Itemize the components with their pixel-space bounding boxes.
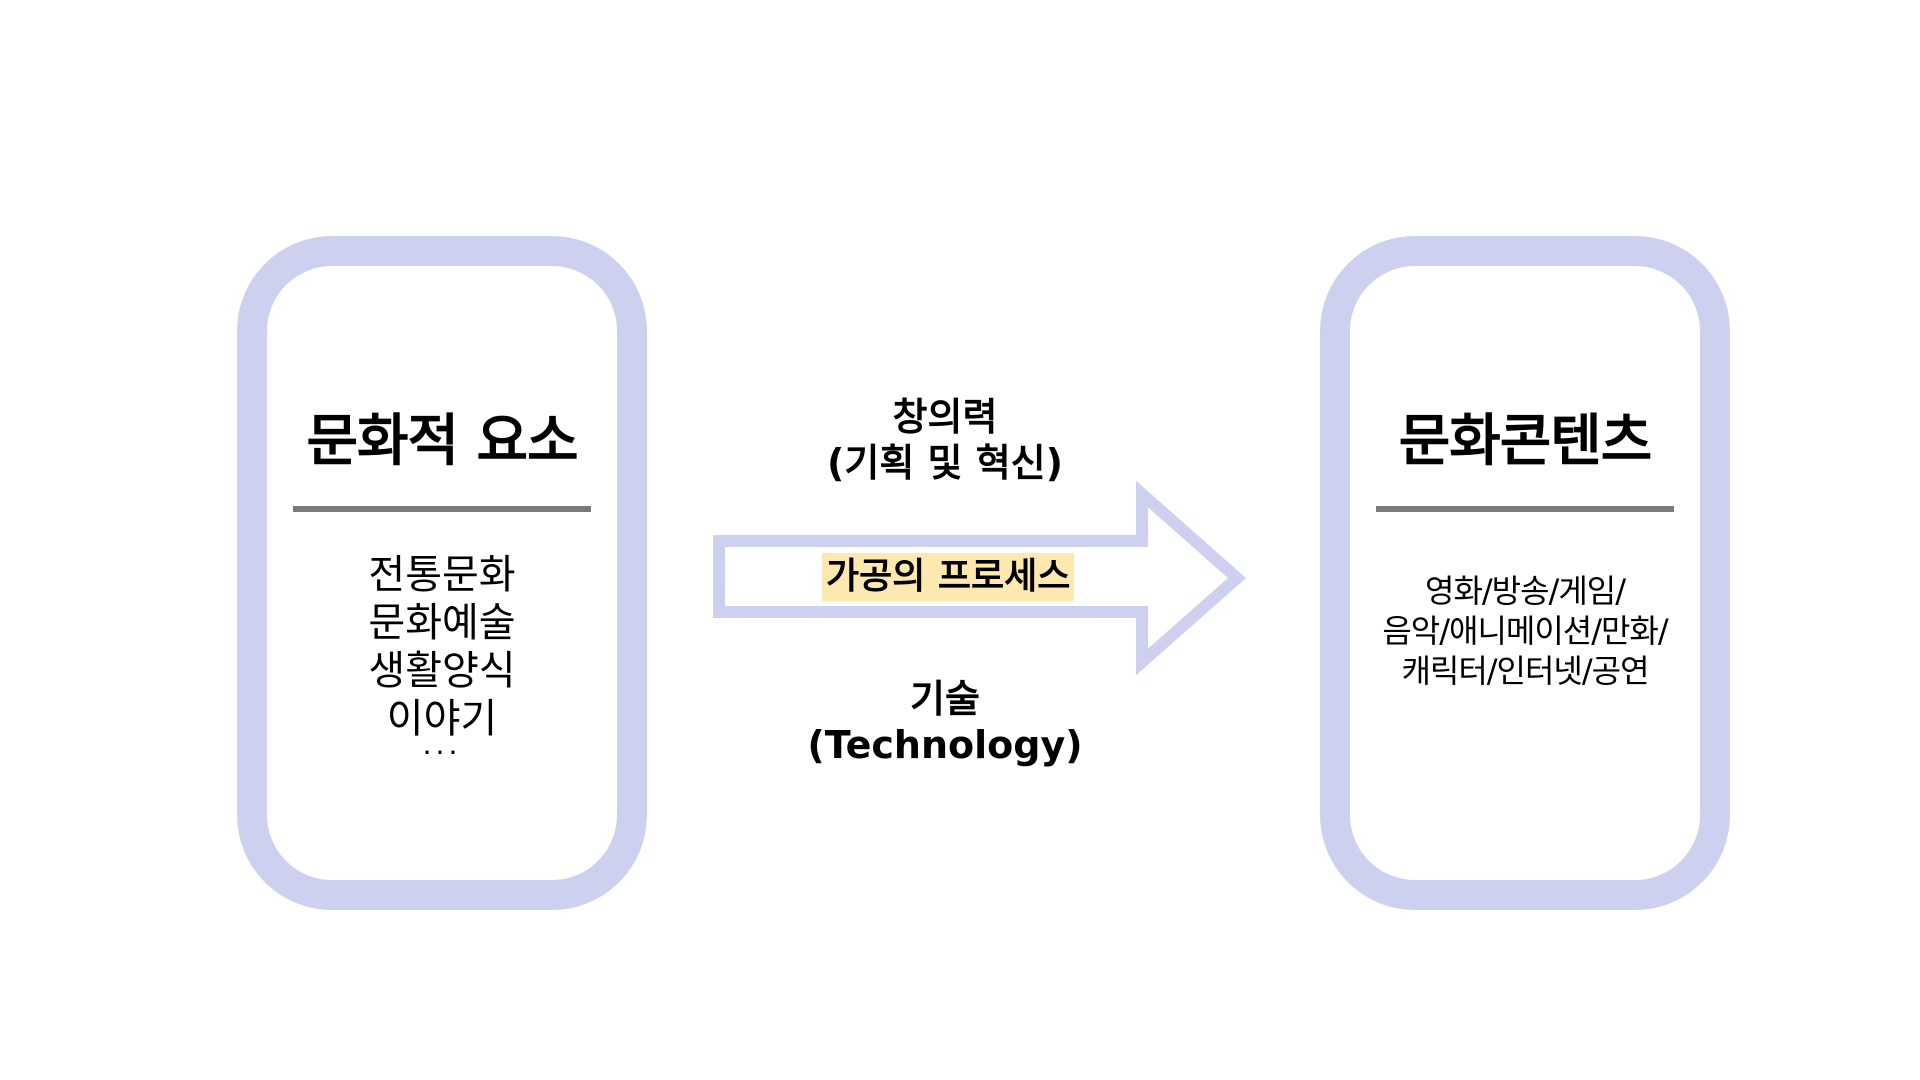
creativity-subtext: (기획 및 혁신) (827, 441, 1063, 485)
list-item: 이야기 (386, 696, 498, 742)
list-line: 음악/애니메이션/만화/ (1382, 612, 1668, 650)
list-line: 영화/방송/게임/ (1425, 572, 1626, 610)
technology-label: 기술 (Technology) (760, 676, 1130, 768)
ellipsis: ··· (422, 736, 462, 769)
list-item: 생활양식 (368, 648, 516, 694)
cultural-content-list: 영화/방송/게임/ 음악/애니메이션/만화/ 캐릭터/인터넷/공연 (1350, 571, 1700, 691)
cultural-content-title: 문화콘텐츠 (1398, 409, 1653, 474)
list-item: 문화예술 (368, 600, 516, 646)
cultural-elements-box: 문화적 요소 전통문화 문화예술 생활양식 이야기 ··· (237, 236, 647, 910)
creativity-text: 창의력 (892, 395, 998, 439)
process-label: 가공의 프로세스 (822, 553, 1075, 601)
list-line: 캐릭터/인터넷/공연 (1401, 652, 1649, 690)
technology-text: 기술 (910, 677, 980, 721)
list-item: 전통문화 (368, 552, 516, 598)
divider (293, 506, 591, 512)
cultural-content-box: 문화콘텐츠 영화/방송/게임/ 음악/애니메이션/만화/ 캐릭터/인터넷/공연 (1320, 236, 1730, 910)
cultural-elements-title: 문화적 요소 (306, 409, 578, 474)
divider (1376, 506, 1674, 512)
technology-subtext: (Technology) (807, 723, 1083, 767)
creativity-label: 창의력 (기획 및 혁신) (760, 394, 1130, 486)
cultural-elements-list: 전통문화 문화예술 생활양식 이야기 ··· (267, 551, 617, 769)
